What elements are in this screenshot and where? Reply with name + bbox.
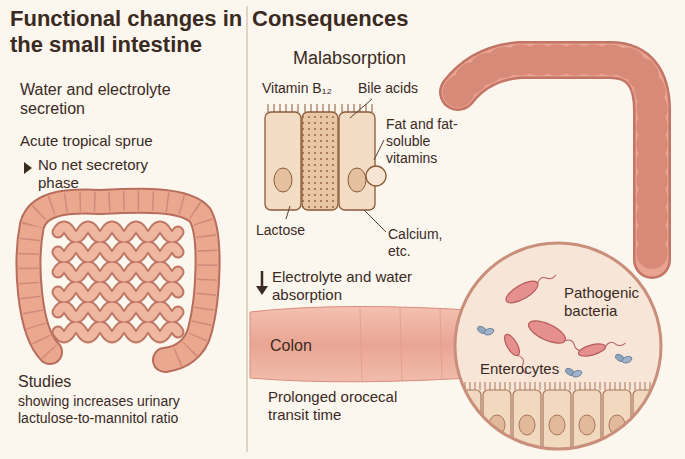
part-label: Vitamin B₁₂ [262, 80, 357, 97]
part-label: Fat and fat-soluble vitamins [386, 116, 481, 166]
part-label: Lactose [256, 222, 326, 239]
bullet-text: No net secretory phase [38, 156, 178, 192]
section-text: Acute tropical sprue [20, 132, 220, 150]
effect-text: Prolonged orocecal transit time [268, 388, 438, 424]
bacteria-clump [564, 367, 583, 378]
divider [246, 6, 247, 452]
small-intestine-loops [58, 227, 178, 337]
colon-tube [458, 60, 652, 260]
inset-label: Pathogenic bacteria [564, 284, 646, 320]
region-label: Colon [270, 336, 350, 355]
inset-circle: Pathogenic bacteriaEnterocytes [452, 240, 664, 452]
large-intestine-frame [29, 201, 208, 360]
bacterium [503, 267, 558, 307]
inset-ground [455, 243, 661, 449]
section-text: Water and electrolyte secretion [20, 80, 225, 118]
panel-heading: Functional changes in the small intestin… [10, 6, 245, 59]
colon-band [250, 307, 470, 382]
inset-border [455, 243, 661, 449]
effect-text: Electrolyte and water absorption [272, 268, 422, 304]
inset-label: Enterocytes [480, 360, 575, 378]
part-label: Calcium, etc. [388, 226, 458, 260]
panel-heading: Consequences [252, 6, 452, 32]
note-text: Studies [18, 372, 118, 391]
bacteria-clump [614, 353, 633, 364]
down-arrow [256, 271, 268, 295]
leader-lines [286, 99, 386, 232]
bacteria-clump [476, 325, 495, 336]
bullet-triangle [24, 162, 32, 174]
inset-circle-shape [452, 240, 664, 452]
enterocyte-cells [265, 104, 386, 210]
part-label: Bile acids [358, 80, 438, 97]
section-heading: Malabsorption [293, 48, 453, 70]
bacterium [525, 316, 586, 356]
note-text: showing increases urinary lactulose-to-m… [18, 393, 223, 427]
